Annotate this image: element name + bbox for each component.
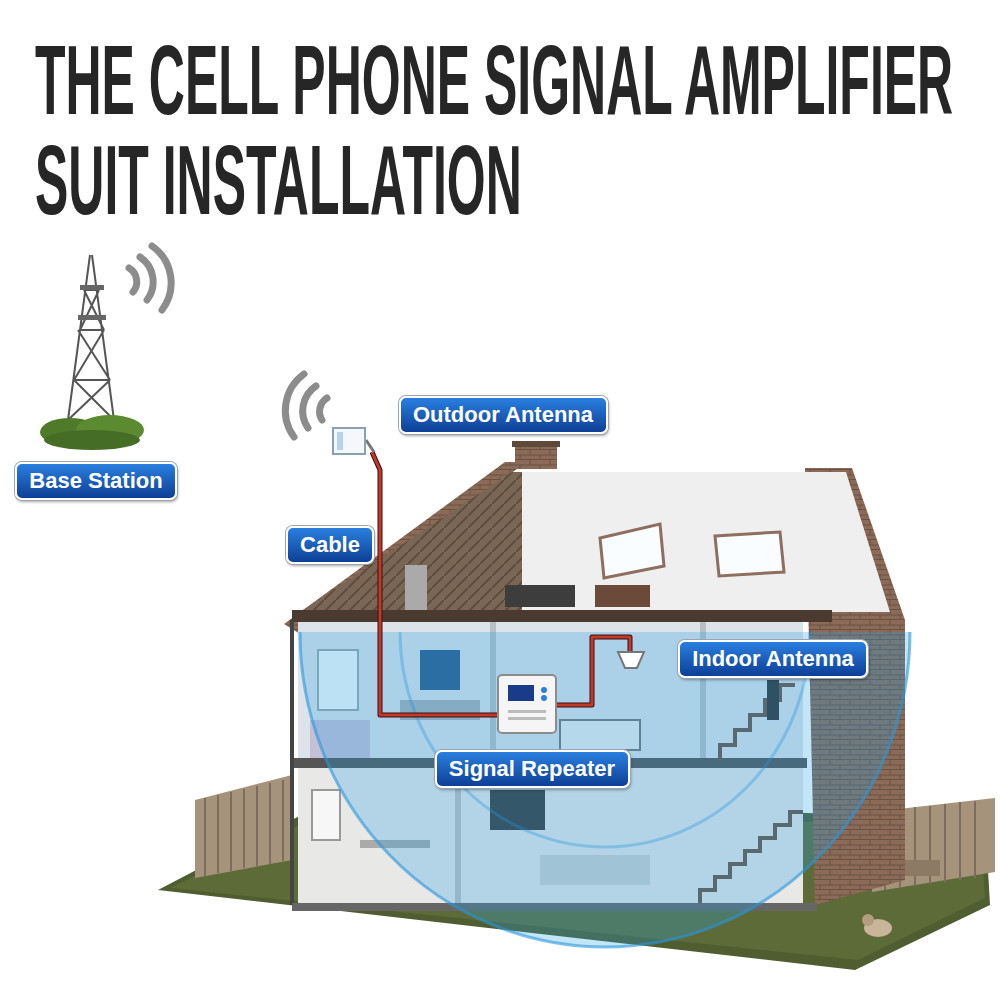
signal-repeater-icon-part	[498, 675, 556, 733]
tower-signal-waves	[129, 246, 171, 310]
label-text: Base Station	[29, 469, 162, 493]
antenna-signal-waves	[285, 374, 327, 437]
antenna-signal-waves-part	[285, 374, 304, 437]
dog-part	[862, 914, 874, 926]
tower-part	[78, 315, 106, 320]
cable-part	[372, 452, 500, 715]
cable-part	[555, 637, 630, 705]
house-part	[512, 441, 560, 447]
outdoor-antenna-icon-part	[366, 440, 374, 452]
house-part	[515, 445, 557, 469]
house-part	[405, 565, 427, 610]
dog	[862, 914, 892, 937]
outdoor-antenna-icon	[333, 428, 374, 454]
coverage-area-part	[300, 632, 910, 947]
house-part	[522, 472, 890, 612]
cable-part	[555, 637, 630, 705]
tower-part	[80, 285, 104, 290]
tower-signal-waves-part	[152, 246, 171, 310]
label-text: Signal Repeater	[449, 757, 615, 781]
indoor-antenna-icon-part	[618, 652, 644, 668]
label-pill: Base Station	[15, 462, 177, 500]
signal-repeater-icon-part	[541, 695, 547, 701]
antenna-signal-waves-part	[320, 398, 327, 420]
label-text: Cable	[300, 533, 360, 557]
tower	[40, 255, 144, 450]
label-pill: Outdoor Antenna	[399, 396, 608, 434]
tower-signal-waves-part	[129, 268, 137, 292]
tower-part	[44, 430, 140, 450]
signal-repeater-icon-part	[508, 710, 546, 713]
signal-repeater-icon-part	[508, 685, 534, 701]
outdoor-antenna-icon-part	[333, 428, 365, 454]
fence-part	[195, 775, 292, 878]
signal-repeater-icon-part	[508, 717, 546, 720]
indoor-antenna-icon	[618, 652, 644, 668]
house-part	[284, 462, 526, 634]
house-part	[312, 790, 340, 840]
label-text: Indoor Antenna	[692, 647, 854, 671]
tower-signal-waves-part	[140, 257, 153, 300]
house-part	[595, 585, 650, 607]
outdoor-antenna-icon-part	[337, 432, 343, 450]
fence-part	[900, 860, 940, 876]
label-pill: Indoor Antenna	[678, 640, 868, 678]
coverage-area	[300, 632, 910, 947]
label-pill: Cable	[286, 526, 374, 564]
house-part	[300, 472, 522, 612]
signal-repeater-icon-part	[541, 687, 547, 693]
coverage-area-part	[300, 632, 910, 947]
antenna-signal-waves-part	[303, 386, 316, 428]
fence-part	[205, 780, 283, 876]
label-text: Outdoor Antenna	[413, 403, 593, 427]
house-part	[292, 610, 832, 622]
house-part	[715, 532, 784, 576]
signal-repeater-icon	[498, 675, 556, 733]
house-part	[290, 620, 294, 905]
title: THE CELL PHONE SIGNAL AMPLIFIER SUIT INS…	[35, 30, 968, 230]
cable-part	[372, 452, 500, 715]
house-part	[600, 524, 664, 578]
tower-part	[68, 255, 114, 420]
house-part	[505, 585, 575, 607]
label-pill: Signal Repeater	[435, 750, 630, 788]
